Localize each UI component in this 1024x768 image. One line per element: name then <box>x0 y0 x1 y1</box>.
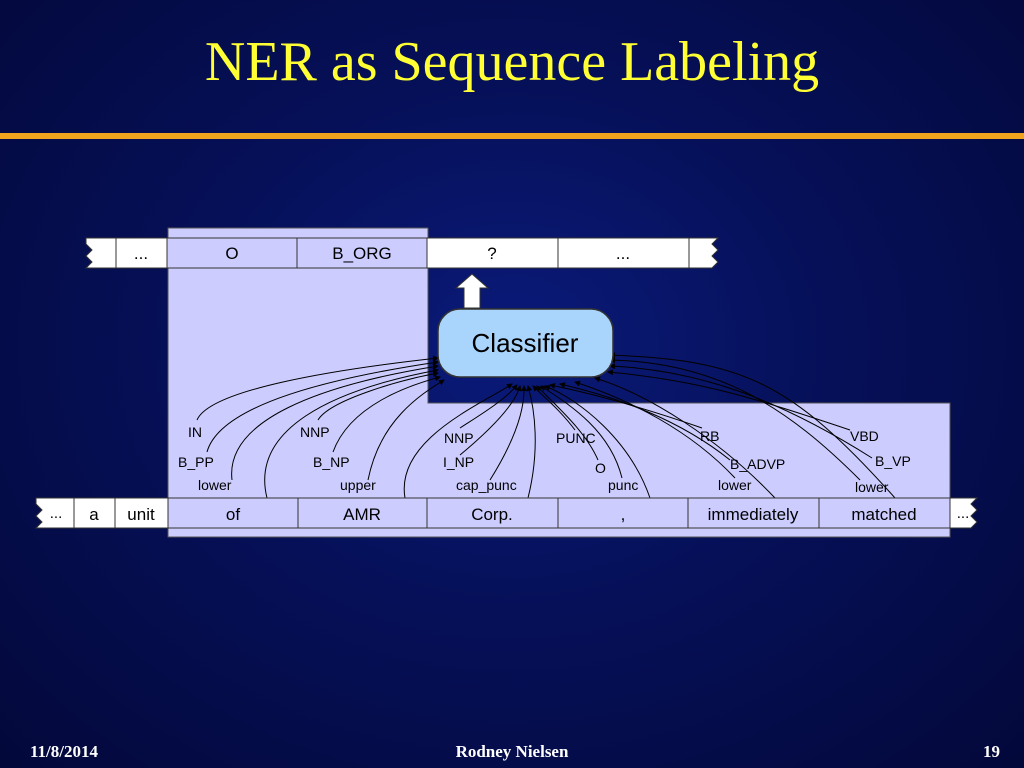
feature-chunk: I_NP <box>443 454 474 470</box>
token-text: unit <box>127 505 155 524</box>
feature-chunk: B_PP <box>178 454 214 470</box>
token-text: , <box>621 505 626 524</box>
feature-case: lower <box>718 477 752 493</box>
token-row: ... a unit of AMR Corp. , immediately ma… <box>34 497 979 529</box>
feature-pos: VBD <box>850 428 879 444</box>
token-cell <box>73 497 116 529</box>
feature-pos: PUNC <box>556 430 596 446</box>
token-text: immediately <box>708 505 799 524</box>
label-row: ... O B_ORG ? ... <box>84 237 720 269</box>
torn-edge-right-bottom <box>949 497 979 529</box>
token-text: AMR <box>343 505 381 524</box>
classifier-label: Classifier <box>472 328 579 358</box>
feature-chunk: O <box>595 460 606 476</box>
token-cell <box>426 497 559 529</box>
footer-page-number: 19 <box>983 742 1000 761</box>
up-arrow-icon <box>454 273 490 309</box>
label-text: ? <box>487 244 496 263</box>
feature-chunk: B_NP <box>313 454 350 470</box>
token-text: matched <box>851 505 916 524</box>
feature-chunk: B_VP <box>875 453 911 469</box>
context-window <box>167 227 951 538</box>
token-text: of <box>226 505 240 524</box>
label-cell <box>296 237 428 269</box>
token-cell <box>818 497 951 529</box>
label-text: ... <box>134 244 148 263</box>
feature-labels: IN B_PP lower NNP B_NP upper NNP I_NP ca… <box>178 424 911 495</box>
torn-edge-left-top <box>84 237 117 269</box>
feature-case: cap_punc <box>456 477 517 493</box>
feature-pos: NNP <box>300 424 330 440</box>
footer-author: Rodney Nielsen <box>455 742 569 761</box>
label-cell <box>557 237 690 269</box>
feature-case: lower <box>855 479 889 495</box>
feature-connections <box>196 352 896 499</box>
torn-edge-right-top <box>688 237 720 269</box>
feature-pos: RB <box>700 428 719 444</box>
label-text: O <box>225 244 238 263</box>
token-cell <box>114 497 169 529</box>
token-text: ... <box>957 505 970 522</box>
title-divider <box>0 133 1024 139</box>
footer-date: 11/8/2014 <box>30 742 99 761</box>
feature-pos: IN <box>188 424 202 440</box>
token-text: Corp. <box>471 505 513 524</box>
token-text: ... <box>50 505 63 522</box>
slide-title: NER as Sequence Labeling <box>204 31 820 93</box>
feature-case: upper <box>340 477 376 493</box>
label-cell <box>115 237 168 269</box>
label-text: B_ORG <box>332 244 392 263</box>
feature-case: lower <box>198 477 232 493</box>
feature-case: punc <box>608 477 638 493</box>
token-cell <box>297 497 428 529</box>
feature-chunk: B_ADVP <box>730 456 785 472</box>
label-cell <box>426 237 559 269</box>
token-cell <box>687 497 820 529</box>
token-text: a <box>89 505 99 524</box>
feature-pos: NNP <box>444 430 474 446</box>
label-text: ... <box>616 244 630 263</box>
classifier-box: Classifier <box>437 308 614 378</box>
